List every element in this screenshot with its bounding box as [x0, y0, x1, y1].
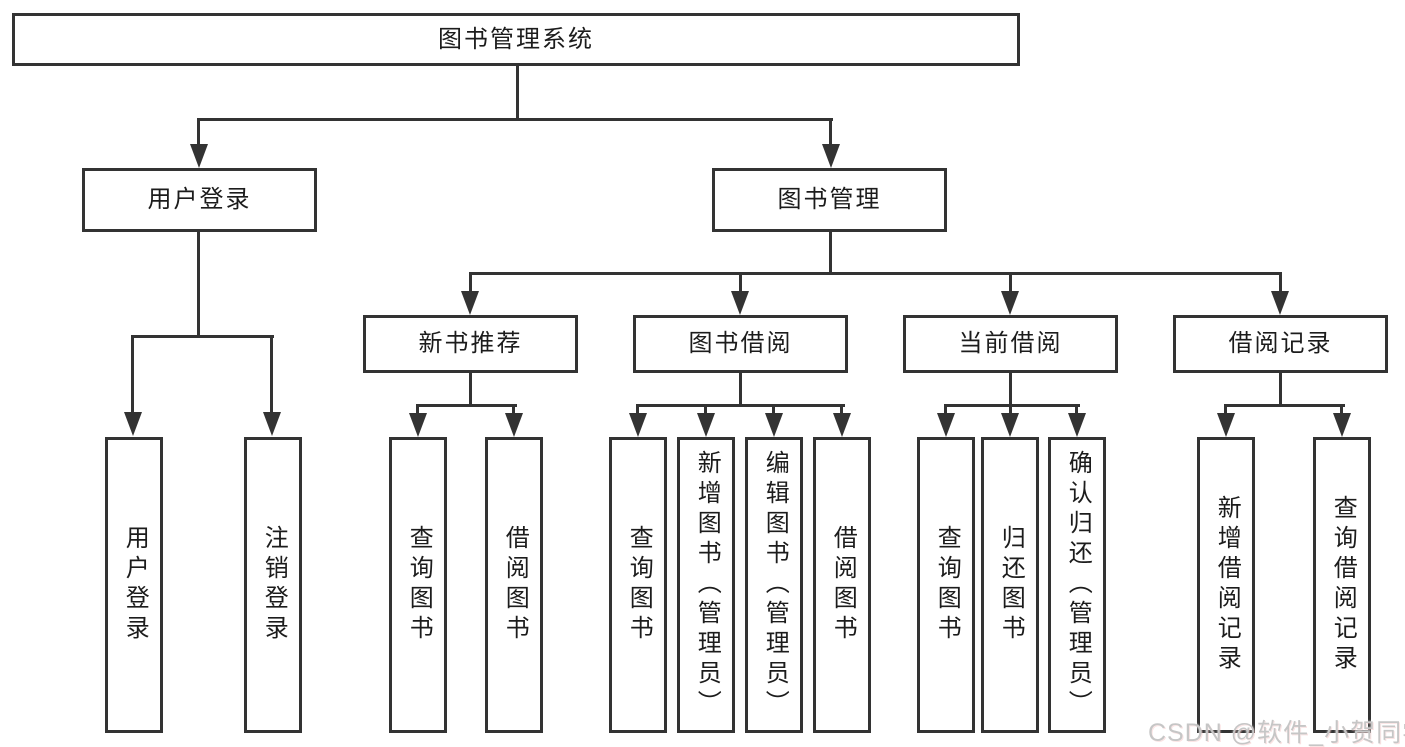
node-current-borrowing: 当前借阅	[903, 315, 1118, 373]
leaf-logout: 注销登录	[244, 437, 302, 733]
leaf-edit-books-admin-label: 编辑图书（管理员）	[761, 450, 789, 720]
arrowhead-g3-leaf2	[697, 413, 715, 437]
arrowhead-g3-leaf1	[629, 413, 647, 437]
arrowhead-g4-leaf3	[1068, 413, 1086, 437]
connector-g2-drop1	[416, 407, 419, 415]
connector-g3-crossbar	[636, 404, 845, 407]
leaf-add-books-admin-label: 新增图书（管理员）	[693, 450, 721, 720]
connector-drop-book-mgmt	[829, 121, 832, 148]
node-book-borrowing-label: 图书借阅	[688, 330, 793, 357]
connector-g4-drop3	[1075, 407, 1078, 415]
arrowhead-borrow-records	[1271, 291, 1289, 315]
connector-g4-drop2	[1009, 407, 1012, 415]
connector-userlogin-crossbar	[131, 335, 274, 338]
connector-bookmgmt-stem	[829, 232, 832, 275]
connector-g5-drop1	[1224, 407, 1227, 415]
connector-g4-crossbar	[944, 404, 1080, 407]
arrowhead-g5-leaf2	[1333, 413, 1351, 437]
leaf-current-query-books: 查询图书	[917, 437, 975, 733]
arrowhead-g4-leaf2	[1001, 413, 1019, 437]
leaf-return-books-label: 归还图书	[997, 525, 1025, 645]
connector-root-crossbar	[197, 118, 833, 121]
leaf-add-borrow-record-label: 新增借阅记录	[1213, 495, 1241, 675]
leaf-borrowing-borrow-books-label: 借阅图书	[829, 525, 857, 645]
leaf-user-login-label: 用户登录	[121, 525, 149, 645]
connector-g4-stem	[1009, 373, 1012, 405]
connector-g2-drop2	[512, 407, 515, 415]
connector-drop-book-borrow	[739, 275, 742, 293]
node-book-management-label: 图书管理	[777, 186, 882, 213]
node-user-login: 用户登录	[82, 168, 317, 232]
leaf-recommend-query-books-label: 查询图书	[405, 525, 433, 645]
connector-drop-borrow-records	[1279, 275, 1282, 293]
connector-g3-drop2	[704, 407, 707, 415]
leaf-borrowing-query-books-label: 查询图书	[625, 525, 653, 645]
connector-drop-current-borrow	[1009, 275, 1012, 293]
node-new-book-recommend-label: 新书推荐	[418, 330, 523, 357]
connector-g2-crossbar	[416, 404, 517, 407]
arrowhead-login-leaf	[124, 412, 142, 436]
arrowhead-book-borrow	[731, 291, 749, 315]
leaf-edit-books-admin: 编辑图书（管理员）	[745, 437, 803, 733]
connector-userlogin-stem	[197, 232, 200, 338]
connector-drop-user-login	[197, 121, 200, 148]
leaf-borrowing-query-books: 查询图书	[609, 437, 667, 733]
node-system-root: 图书管理系统	[12, 13, 1020, 66]
leaf-current-query-books-label: 查询图书	[933, 525, 961, 645]
connector-drop-new-book	[469, 275, 472, 293]
connector-g4-drop1	[944, 407, 947, 415]
connector-drop-login-leaf	[131, 338, 134, 412]
leaf-logout-label: 注销登录	[260, 525, 288, 645]
arrowhead-g3-leaf3	[765, 413, 783, 437]
connector-drop-logout-leaf	[270, 338, 273, 412]
leaf-recommend-borrow-books-label: 借阅图书	[501, 525, 529, 645]
node-borrowing-records: 借阅记录	[1173, 315, 1388, 373]
connector-g2-stem	[469, 373, 472, 405]
leaf-confirm-return-admin: 确认归还（管理员）	[1048, 437, 1106, 733]
connector-g3-drop3	[772, 407, 775, 415]
leaf-recommend-borrow-books: 借阅图书	[485, 437, 543, 733]
arrowhead-g5-leaf1	[1217, 413, 1235, 437]
arrowhead-g4-leaf1	[937, 413, 955, 437]
node-new-book-recommend: 新书推荐	[363, 315, 578, 373]
connector-g3-stem	[739, 373, 742, 405]
node-book-management: 图书管理	[712, 168, 947, 232]
leaf-confirm-return-admin-label: 确认归还（管理员）	[1064, 450, 1092, 720]
connector-g3-drop1	[636, 407, 639, 415]
arrowhead-g2-leaf2	[505, 413, 523, 437]
connector-g5-drop2	[1340, 407, 1343, 415]
arrowhead-user-login	[190, 144, 208, 168]
arrowhead-g2-leaf1	[409, 413, 427, 437]
node-current-borrowing-label: 当前借阅	[958, 330, 1063, 357]
arrowhead-current-borrow	[1001, 291, 1019, 315]
leaf-query-borrow-record: 查询借阅记录	[1313, 437, 1371, 733]
leaf-query-borrow-record-label: 查询借阅记录	[1329, 495, 1357, 675]
connector-bookmgmt-crossbar	[469, 272, 1282, 275]
leaf-add-borrow-record: 新增借阅记录	[1197, 437, 1255, 733]
arrowhead-new-book	[461, 291, 479, 315]
csdn-watermark: CSDN @软件_小贺同学	[1148, 719, 1405, 747]
leaf-return-books: 归还图书	[981, 437, 1039, 733]
arrowhead-logout-leaf	[263, 412, 281, 436]
node-book-borrowing: 图书借阅	[633, 315, 848, 373]
connector-root-stem	[516, 65, 519, 119]
node-system-root-label: 图书管理系统	[438, 25, 594, 53]
connector-g5-stem	[1279, 373, 1282, 405]
node-user-login-label: 用户登录	[147, 186, 252, 213]
arrowhead-book-mgmt	[822, 144, 840, 168]
node-borrowing-records-label: 借阅记录	[1228, 330, 1333, 357]
connector-g3-drop4	[840, 407, 843, 415]
leaf-add-books-admin: 新增图书（管理员）	[677, 437, 735, 733]
leaf-borrowing-borrow-books: 借阅图书	[813, 437, 871, 733]
arrowhead-g3-leaf4	[833, 413, 851, 437]
connector-g5-crossbar	[1224, 404, 1345, 407]
leaf-recommend-query-books: 查询图书	[389, 437, 447, 733]
leaf-user-login: 用户登录	[105, 437, 163, 733]
